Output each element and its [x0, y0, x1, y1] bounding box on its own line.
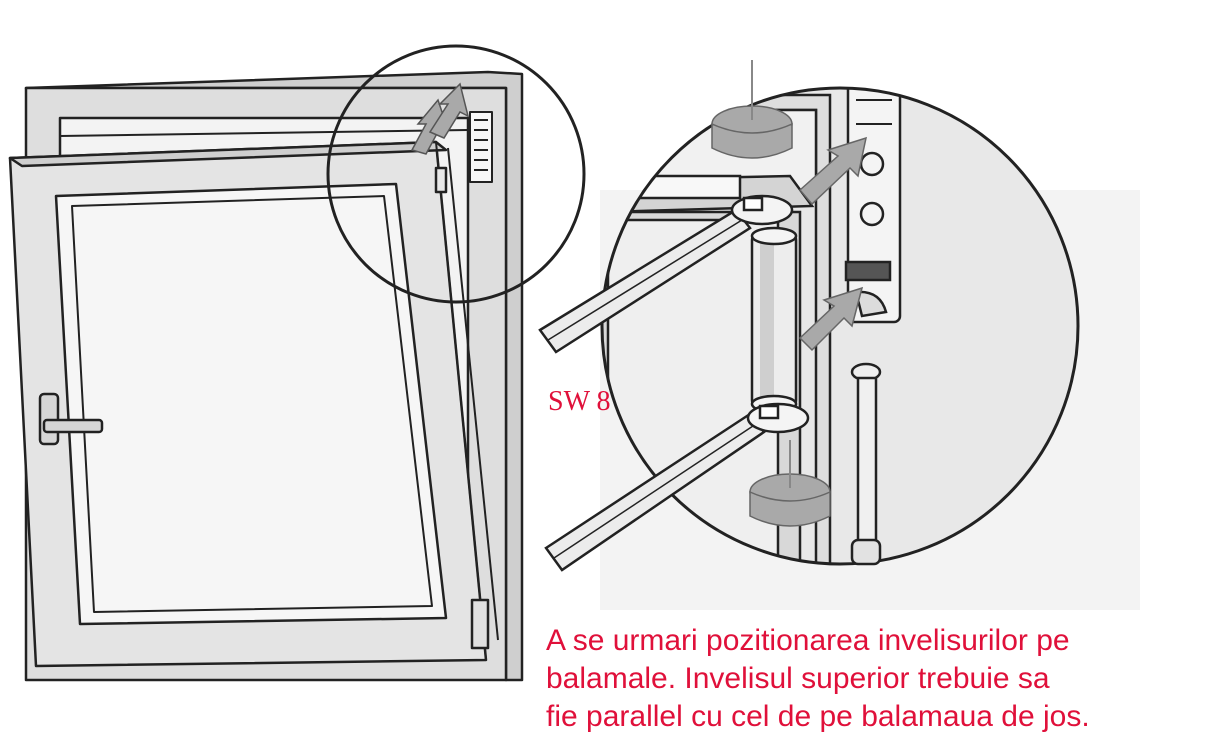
screw-icon: [859, 151, 885, 177]
detail-hinge-pin: [750, 226, 798, 414]
magnifier-circle-large: [600, 86, 1080, 566]
caption: A se urmari pozitionarea invelisurilor p…: [546, 622, 1196, 736]
frame-lift-arrows: [410, 82, 470, 155]
wrench-size-label: SW 8: [548, 386, 611, 417]
window-sash-top-edge: [8, 140, 448, 168]
rotation-arrow-top-icon: [711, 60, 793, 159]
screw-icon: [859, 88, 885, 89]
screw-icon: [859, 201, 885, 227]
caption-line: balamale. Invelisul superior trebuie sa: [546, 662, 1050, 695]
caption-line: fie parallel cu cel de pe balamaua de jo…: [546, 700, 1090, 733]
tilted-window: [8, 70, 524, 682]
detail-hinge-plate: [844, 88, 902, 324]
wrench-upper: [538, 194, 794, 354]
wrench-lower: [544, 402, 810, 572]
caption-line: A se urmari pozitionarea invelisurilor p…: [546, 624, 1070, 657]
top-hinge-cap: [434, 166, 448, 194]
window-glass-bead: [71, 195, 433, 613]
window-handle: [38, 392, 104, 446]
window-glass: [54, 182, 448, 626]
magnifier-circle-small: [326, 44, 586, 304]
bottom-hinge: [470, 598, 490, 650]
rotation-arrow-bottom-icon: [749, 440, 831, 527]
detail-lift-arrows: [798, 136, 867, 352]
frame-keeper-stripes: [469, 111, 493, 183]
hinge-pin-loose: [850, 362, 882, 566]
